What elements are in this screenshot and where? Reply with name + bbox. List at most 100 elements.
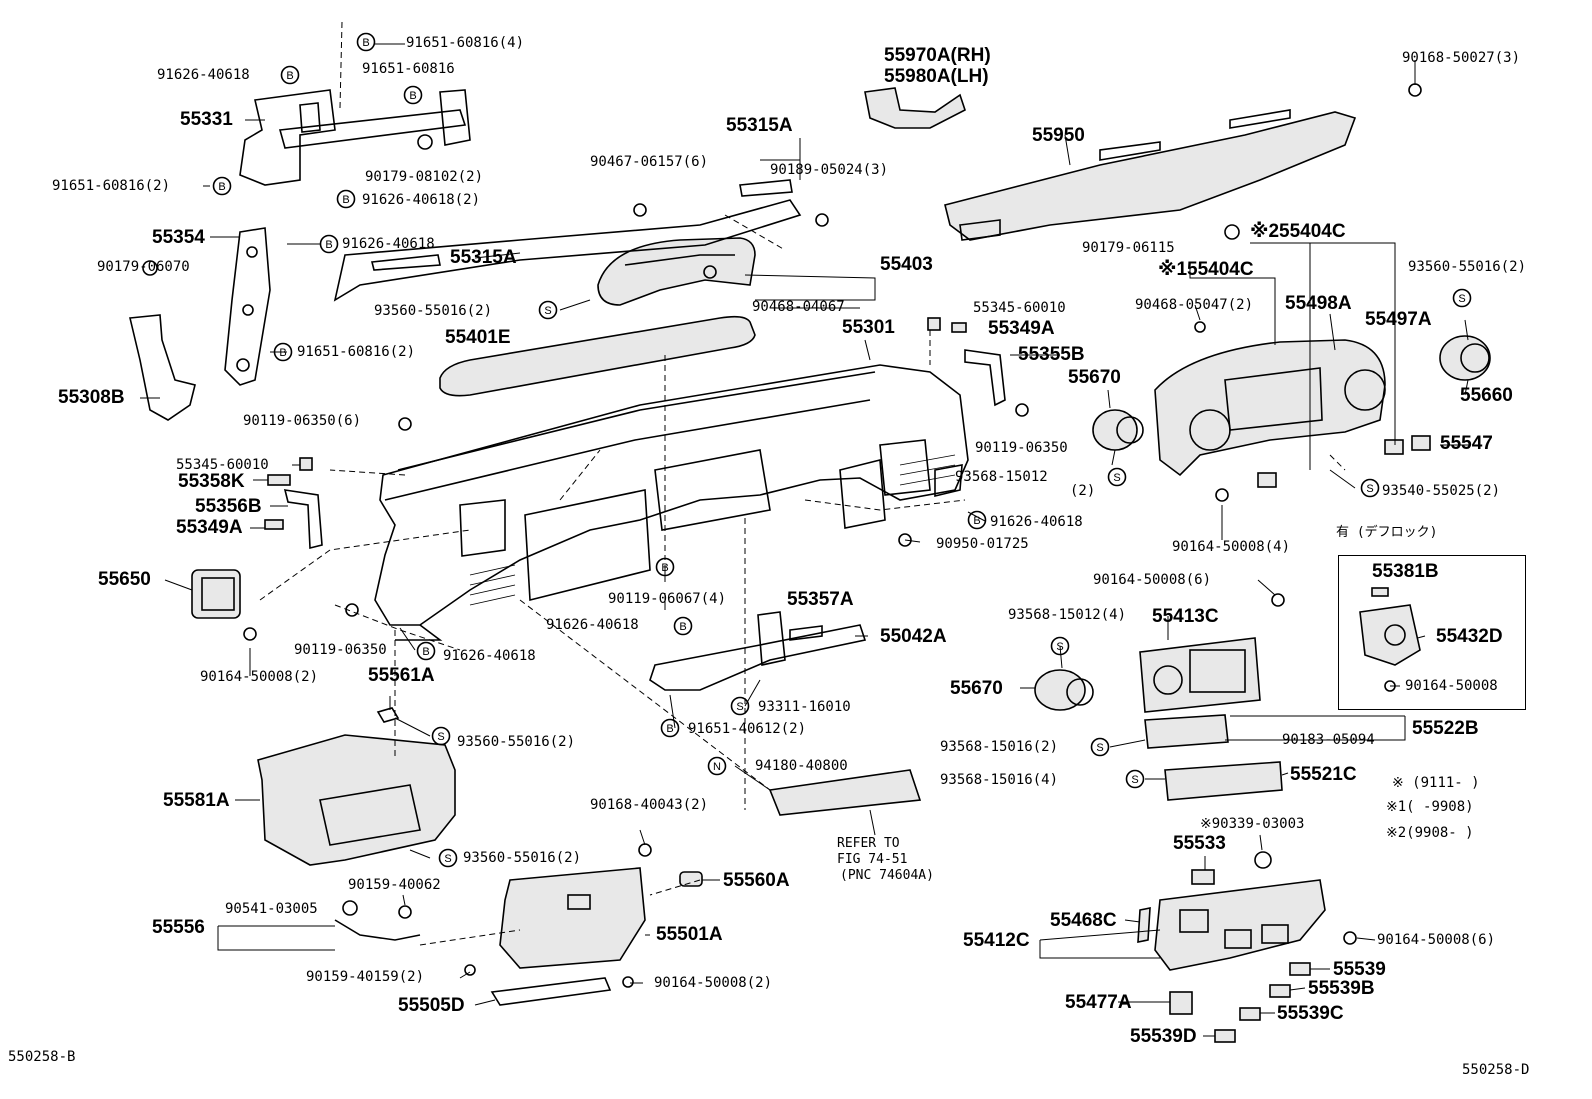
part-label: 55355B [1018, 344, 1085, 365]
part-label: 55432D [1436, 626, 1503, 647]
part-label: 90164-50008(6) [1093, 572, 1212, 588]
part-label: 91626-40618 [342, 236, 435, 252]
part-label: 55521C [1290, 764, 1357, 785]
part-label: 90164-50008(4) [1172, 539, 1291, 555]
part-label: 55539C [1277, 1003, 1344, 1024]
part-label: 55539 [1333, 959, 1386, 980]
radio-bezel-55522B [1144, 714, 1229, 749]
bolt-icon: B [342, 194, 349, 206]
part-label: 93560-55016(2) [457, 734, 576, 750]
screw-icon: S [1056, 641, 1063, 653]
part-label: 91626-40618(2) [362, 192, 481, 208]
small-parts-55539 [1137, 851, 1311, 1043]
part-label: 90164-50008(6) [1377, 932, 1496, 948]
part-label: (PNC 74604A) [840, 868, 934, 883]
part-label: 55497A [1365, 309, 1432, 330]
part-label: 55412C [963, 930, 1030, 951]
part-label: 90179-06070 [97, 259, 190, 275]
screw-icon: S [1366, 483, 1373, 495]
drawing-code: 550258-B [8, 1049, 76, 1065]
part-label: 93560-55016(2) [1408, 259, 1527, 275]
nut-icon: N [713, 761, 721, 773]
part-label: 90164-50008(2) [654, 975, 773, 991]
part-label: 55660 [1460, 385, 1513, 406]
part-label: 90467-06157(6) [590, 154, 709, 170]
symbol-letters: B B B B B B B S S S S B B B B S B S S S … [218, 37, 1465, 865]
screw-icon: S [736, 701, 743, 713]
part-label: 55547 [1440, 433, 1493, 454]
dashed-leaders [259, 21, 1346, 946]
bolt-icon: B [362, 37, 369, 49]
vent-55670-upper [1092, 409, 1144, 451]
vent-55660 [1439, 335, 1491, 381]
part-label: 90119-06350 [294, 642, 387, 658]
part-label: FIG 74-51 [837, 852, 908, 867]
part-label: 55539B [1308, 978, 1375, 999]
part-label: 90159-40159(2) [306, 969, 425, 985]
part-label: ※255404C [1250, 221, 1346, 242]
part-label: 90119-06350 [975, 440, 1068, 456]
part-label: 55560A [723, 870, 790, 891]
part-label: 55950 [1032, 125, 1085, 146]
bolt-icon: B [325, 239, 332, 251]
defroster-nozzle-55315A [333, 179, 802, 302]
part-label: 90119-06350(6) [243, 413, 362, 429]
part-label: 55354 [152, 227, 205, 248]
legend-title: 有 (デフロック) [1336, 525, 1438, 540]
date-note: ※1( -9908) [1386, 799, 1474, 815]
bolt-icon: B [679, 621, 686, 633]
bolt-icon: B [666, 723, 673, 735]
lower-cover-55505D [490, 977, 612, 1006]
screw-icon: S [1131, 774, 1138, 786]
bolt-icon: B [973, 515, 980, 527]
part-label: 93568-15012(4) [1008, 607, 1127, 623]
part-label: 55581A [163, 790, 230, 811]
part-label: (2) [1070, 483, 1096, 499]
part-label: 55970A(RH) [884, 45, 991, 66]
part-label: 90189-05024(3) [770, 162, 889, 178]
bracket-55355B [964, 349, 1006, 407]
screw-icon: S [1113, 472, 1120, 484]
part-label: 90164-50008(2) [200, 669, 319, 685]
bolt-icon: B [218, 181, 225, 193]
screw-icon: S [544, 305, 551, 317]
part-label: 90183-05094 [1282, 732, 1375, 748]
part-label: 55650 [98, 569, 151, 590]
fasteners [142, 83, 1422, 988]
part-label: 90168-40043(2) [590, 797, 709, 813]
part-label: 55331 [180, 109, 233, 130]
part-label: 93568-15016(2) [940, 739, 1059, 755]
part-label: 90119-06067(4) [608, 591, 727, 607]
vent-55670-lower [1034, 669, 1094, 711]
part-label: 93540-55025(2) [1382, 483, 1501, 499]
part-label: 55477A [1065, 992, 1132, 1013]
part-label: 55345-60010 [973, 300, 1066, 316]
part-label: 55381B [1372, 561, 1439, 582]
part-label: 55501A [656, 924, 723, 945]
legend-parts [1359, 587, 1421, 666]
screw-icon: S [1096, 742, 1103, 754]
leader-lines [140, 43, 1470, 1037]
reinforcement-55042A [649, 611, 867, 691]
part-label: 55349A [988, 318, 1055, 339]
part-label: 91626-40618 [990, 514, 1083, 530]
brace-55354 [224, 227, 271, 386]
glove-box-door-55501A [499, 867, 646, 969]
symbol-circles [212, 32, 1472, 868]
lower-center-panel-55412C [1154, 879, 1326, 971]
part-label: 55468C [1050, 910, 1117, 931]
part-label: 55308B [58, 387, 125, 408]
part-label: 55413C [1152, 606, 1219, 627]
part-label: ※90339-03003 [1200, 816, 1305, 832]
heater-duct-55950 [944, 109, 1357, 241]
part-label: 91626-40618 [157, 67, 250, 83]
part-label: 93311-16010 [758, 699, 851, 715]
hinge-55561A [376, 707, 400, 723]
lower-cover-94180 [768, 769, 922, 816]
option-legend-box [1338, 555, 1526, 710]
vent-55650 [191, 569, 241, 619]
instrument-panel-55301 [374, 364, 969, 641]
part-label: 55356B [195, 496, 262, 517]
part-label: 91626-40618 [443, 648, 536, 664]
part-label: 55315A [450, 247, 517, 268]
